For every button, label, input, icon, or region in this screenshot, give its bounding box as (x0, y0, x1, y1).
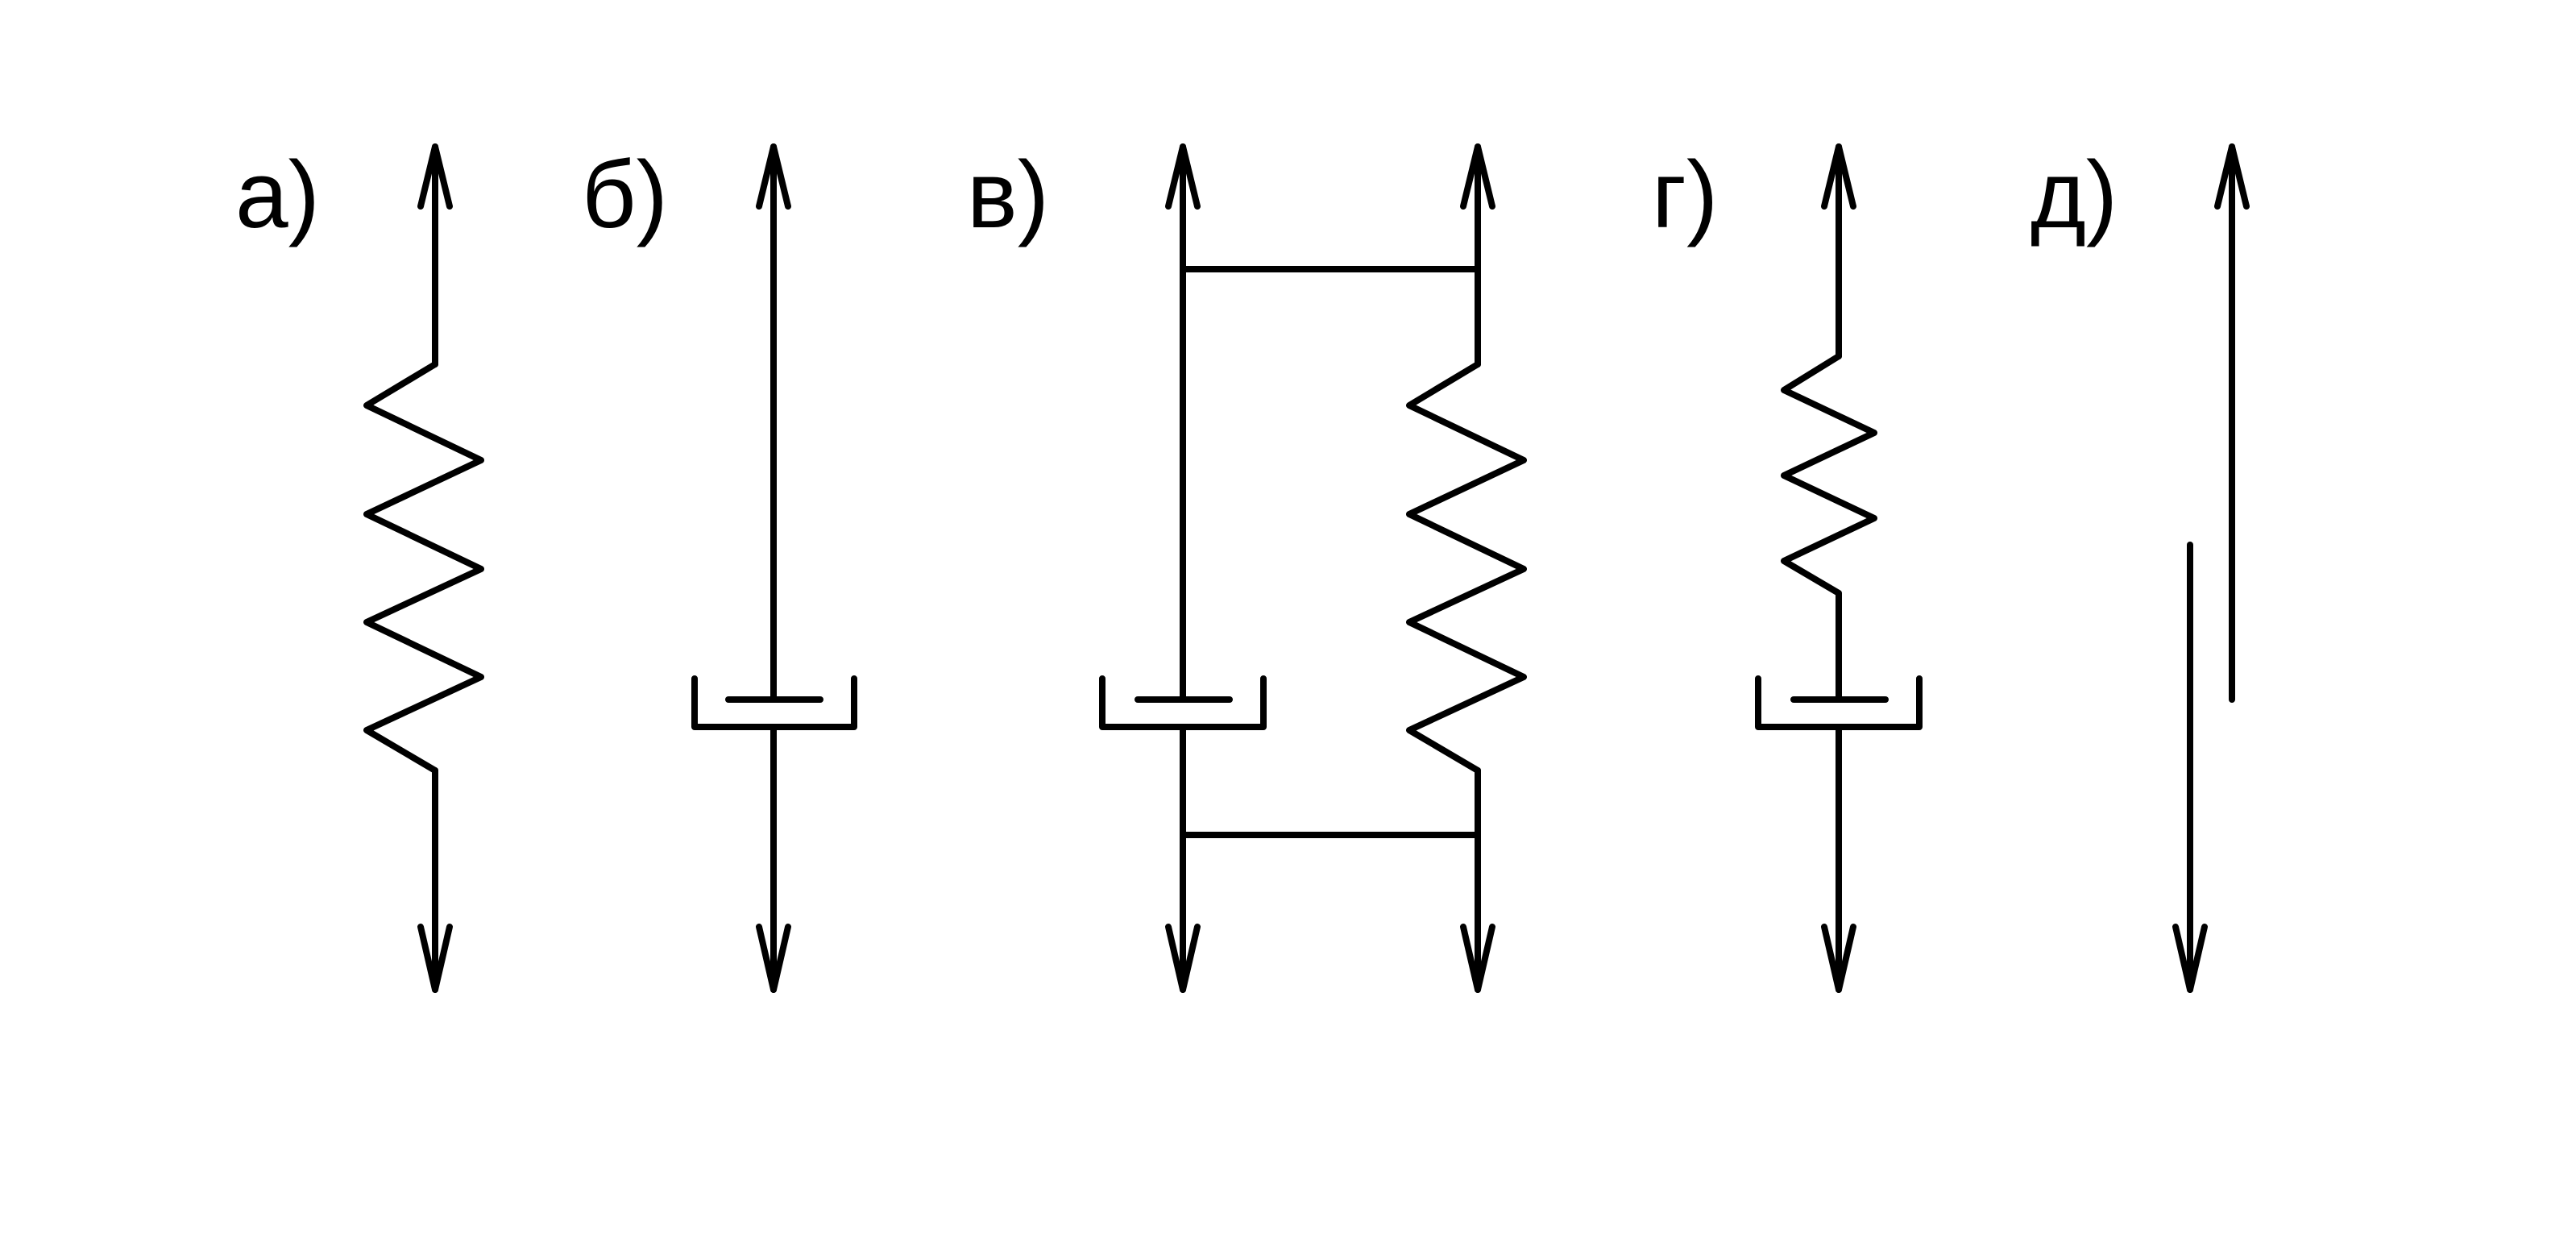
model-b-top-arrow (756, 143, 791, 703)
model-d-up-arrow (2214, 143, 2250, 703)
model-d-friction: д) (2031, 142, 2250, 993)
spring-zigzag (1781, 353, 1877, 703)
model-v-left-top-arrow (1165, 143, 1201, 703)
spring-zigzag (363, 361, 484, 774)
label-g: г) (1652, 142, 1718, 248)
model-b-bottom-arrow (756, 724, 791, 993)
label-d: д) (2031, 142, 2118, 248)
label-a: а) (235, 142, 320, 248)
model-v-right-top-arrow (1460, 143, 1495, 368)
model-a-spring: а) (235, 142, 484, 993)
spring-zigzag (1406, 361, 1527, 774)
label-b: б) (582, 142, 668, 248)
model-g-bottom-arrow (1821, 724, 1856, 993)
model-d-down-arrow (2172, 542, 2208, 993)
model-v-parallel: в) (967, 142, 1527, 993)
model-a-top-arrow (417, 143, 453, 368)
model-v-left-bottom-arrow (1165, 724, 1201, 993)
model-g-top-arrow (1821, 143, 1856, 359)
model-g-series: г) (1652, 142, 1923, 993)
model-a-bottom-arrow (417, 767, 453, 993)
model-v-right-bottom-arrow (1460, 767, 1495, 993)
label-v: в) (967, 142, 1049, 248)
model-b-dashpot: б) (582, 142, 857, 993)
